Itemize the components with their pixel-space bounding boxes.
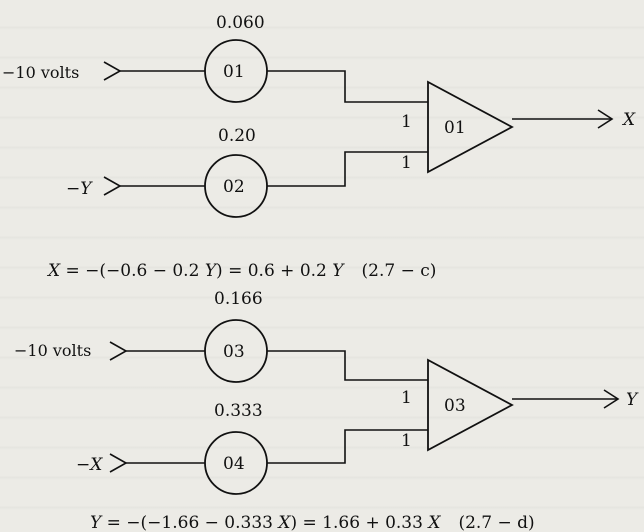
coefficient-01: 0.060 <box>216 13 265 33</box>
output-label-x: X <box>621 110 636 130</box>
wire <box>267 70 428 103</box>
amplifier-01-label: 01 <box>444 118 466 138</box>
output-label-y: Y <box>626 390 639 410</box>
equation-2-7-c: X = −(−0.6 − 0.2 Y) = 0.6 + 0.2 Y (2.7 − … <box>46 261 436 281</box>
gain-label: 1 <box>401 431 412 451</box>
amplifier-03-triangle <box>427 358 514 452</box>
eq-var: X <box>276 513 291 532</box>
input-arrow-icon <box>103 61 122 81</box>
eq-mid: ) = 1.66 + 0.33 <box>291 513 429 532</box>
gain-label: 1 <box>401 153 412 173</box>
potentiometer-02-label: 02 <box>223 177 245 197</box>
gain-label: 1 <box>401 112 412 132</box>
output-arrow-icon <box>603 389 620 409</box>
wire <box>267 429 428 464</box>
wire <box>267 350 428 381</box>
output-arrow-icon <box>597 109 614 129</box>
gain-label: 1 <box>401 388 412 408</box>
wire <box>267 151 428 187</box>
eq-mid: ) = 0.6 + 0.2 <box>216 261 332 281</box>
input-arrow-icon <box>109 453 128 473</box>
potentiometer-04-label: 04 <box>223 454 245 474</box>
top-circuit: 0.060 0.20 −10 volts −Y 01 02 1 1 <box>2 13 636 281</box>
eq-rhs: = −(−0.6 − 0.2 <box>60 261 205 281</box>
eq-ref: (2.7 − c) <box>362 261 437 281</box>
input-arrow-icon <box>103 176 122 196</box>
eq-rhs: = −(−1.66 − 0.333 <box>101 513 278 532</box>
potentiometer-03-label: 03 <box>223 342 245 362</box>
eq-var: Y <box>205 261 218 281</box>
equation-2-7-d: Y = −(−1.66 − 0.333 X) = 1.66 + 0.33 X (2… <box>90 513 535 532</box>
potentiometer-01-label: 01 <box>223 62 245 82</box>
bottom-circuit: 0.166 0.333 −10 volts −X 03 04 1 1 <box>14 289 639 532</box>
input-label-neg-x: −X <box>76 455 103 475</box>
input-arrow-icon <box>109 341 128 361</box>
coefficient-02: 0.20 <box>218 126 256 146</box>
eq-lhs: Y <box>90 513 103 532</box>
coefficient-04: 0.333 <box>214 401 263 421</box>
input-label-neg-10-volts-bottom: −10 volts <box>14 341 91 360</box>
amplifier-01-triangle <box>427 80 514 174</box>
amplifier-03-label: 03 <box>444 396 466 416</box>
input-label-neg-10-volts-top: −10 volts <box>2 63 79 82</box>
input-label-neg-y: −Y <box>66 179 93 199</box>
eq-ref: (2.7 − d) <box>458 513 534 532</box>
eq-var2: X <box>426 513 441 532</box>
coefficient-03: 0.166 <box>214 289 263 309</box>
eq-lhs: X <box>46 261 61 281</box>
eq-var2: Y <box>332 261 345 281</box>
